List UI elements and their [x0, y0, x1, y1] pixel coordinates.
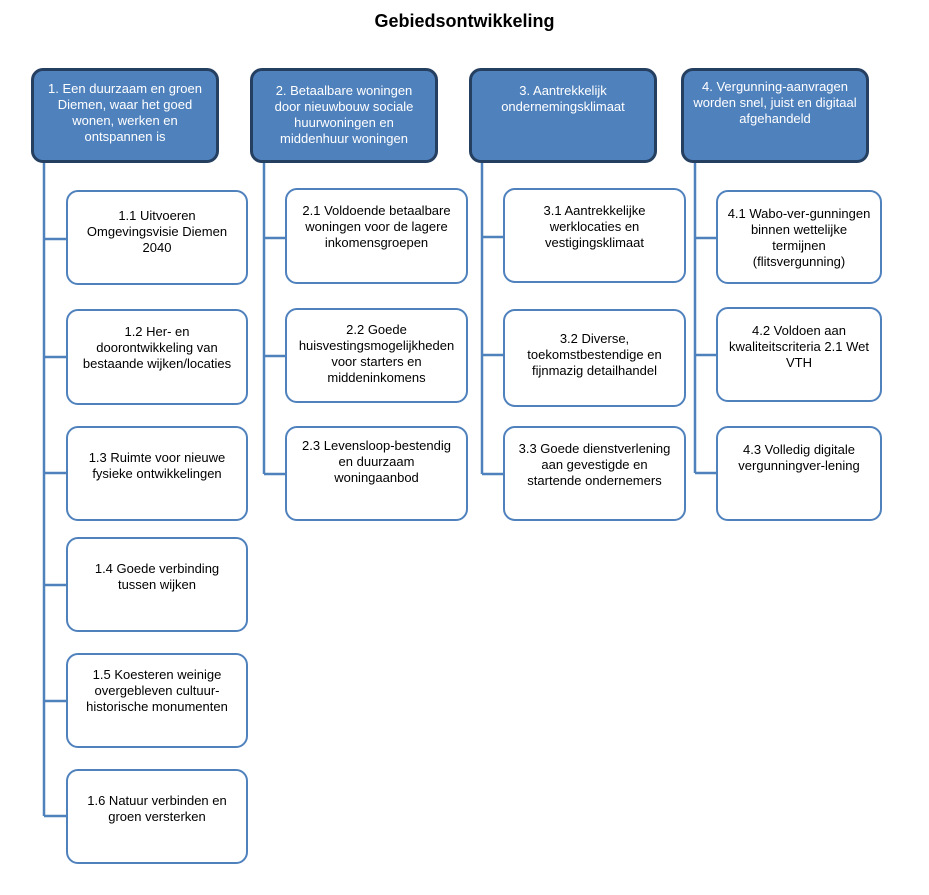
- column-3-item-3: 3.3 Goede dienstverlening aan gevestigde…: [503, 426, 686, 521]
- column-1-item-6: 1.6 Natuur verbinden en groen versterken: [66, 769, 248, 864]
- column-4-item-2: 4.2 Voldoen aan kwaliteitscriteria 2.1 W…: [716, 307, 882, 402]
- column-2-header: 2. Betaalbare woningen door nieuwbouw so…: [250, 68, 438, 163]
- column-3-item-1: 3.1 Aantrekkelijke werklocaties en vesti…: [503, 188, 686, 283]
- column-3-header: 3. Aantrekkelijk ondernemingsklimaat: [469, 68, 657, 163]
- column-2-item-3: 2.3 Levensloop-bestendig en duurzaam won…: [285, 426, 468, 521]
- column-2-item-1: 2.1 Voldoende betaalbare woningen voor d…: [285, 188, 468, 284]
- diagram-title: Gebiedsontwikkeling: [374, 11, 555, 31]
- column-4-item-1: 4.1 Wabo-ver-gunningen binnen wettelijke…: [716, 190, 882, 284]
- column-1-item-5: 1.5 Koesteren weinige overgebleven cultu…: [66, 653, 248, 748]
- column-4-header: 4. Vergunning-aanvragen worden snel, jui…: [681, 68, 869, 163]
- column-2-item-2: 2.2 Goede huisvestingsmogelijkheden voor…: [285, 308, 468, 403]
- column-1-item-1: 1.1 Uitvoeren Omgevingsvisie Diemen 2040: [66, 190, 248, 285]
- column-1-item-2: 1.2 Her- en doorontwikkeling van bestaan…: [66, 309, 248, 405]
- column-1-header: 1. Een duurzaam en groen Diemen, waar he…: [31, 68, 219, 163]
- column-3-item-2: 3.2 Diverse, toekomstbestendige en fijnm…: [503, 309, 686, 407]
- column-1-item-3: 1.3 Ruimte voor nieuwe fysieke ontwikkel…: [66, 426, 248, 521]
- column-1-item-4: 1.4 Goede verbinding tussen wijken: [66, 537, 248, 632]
- column-4-item-3: 4.3 Volledig digitale vergunningver-leni…: [716, 426, 882, 521]
